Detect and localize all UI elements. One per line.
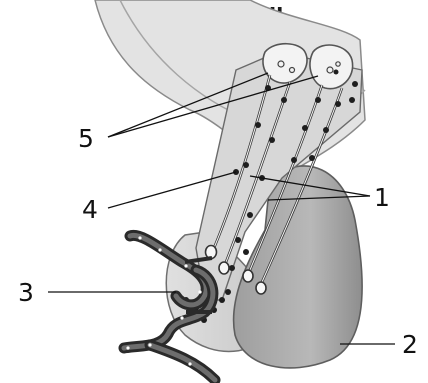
label-4: 4 (82, 195, 98, 224)
label-1: 1 (374, 183, 390, 212)
label-5: 5 (78, 124, 94, 153)
label-3: 3 (18, 278, 34, 307)
label-2: 2 (402, 330, 418, 359)
